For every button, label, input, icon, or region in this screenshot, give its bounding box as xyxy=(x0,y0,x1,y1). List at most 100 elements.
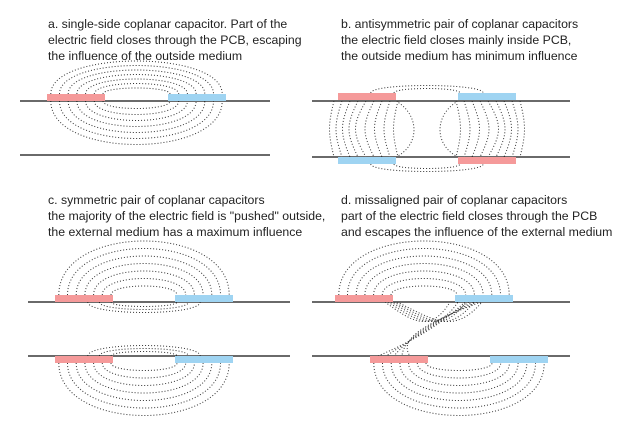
field-line xyxy=(348,100,359,158)
negative-electrode xyxy=(338,157,396,164)
field-line xyxy=(408,362,510,386)
field-line xyxy=(93,100,180,115)
field-line xyxy=(84,263,204,296)
field-line xyxy=(382,362,536,409)
field-line xyxy=(503,100,512,158)
field-line xyxy=(102,87,171,95)
negative-electrode xyxy=(175,356,233,363)
field-line xyxy=(110,351,178,357)
field-line xyxy=(50,100,223,145)
positive-electrode xyxy=(55,295,113,302)
negative-electrode xyxy=(175,295,233,302)
field-line xyxy=(519,100,525,158)
field-line xyxy=(98,301,190,310)
field-line xyxy=(101,362,187,379)
field-line xyxy=(370,163,484,172)
field-line xyxy=(381,278,467,296)
field-line xyxy=(384,301,451,322)
field-line xyxy=(93,270,195,296)
field-line xyxy=(110,285,178,296)
positive-electrode xyxy=(335,295,393,302)
caption-line: electric field closes through the PCB, e… xyxy=(48,33,302,47)
field-line xyxy=(393,88,461,94)
field-line xyxy=(390,285,458,296)
caption-line: part of the electric field closes throug… xyxy=(341,209,598,223)
field-line xyxy=(393,163,461,169)
caption-c: c. symmetric pair of coplanar capacitors… xyxy=(48,192,325,240)
field-line xyxy=(487,100,499,158)
field-line xyxy=(395,100,415,158)
negative-electrode xyxy=(458,93,516,100)
caption-line: a. single-side coplanar capacitor. Part … xyxy=(48,17,288,31)
positive-electrode xyxy=(55,356,113,363)
positive-electrode xyxy=(338,93,396,100)
field-line xyxy=(87,301,201,313)
caption-line: b. antisymmetric pair of coplanar capaci… xyxy=(341,17,579,31)
field-line xyxy=(401,301,478,357)
field-line xyxy=(335,100,343,158)
field-line xyxy=(58,240,230,296)
field-line xyxy=(471,100,480,158)
positive-electrode xyxy=(458,157,516,164)
field-line xyxy=(463,100,471,158)
caption-line: the outside medium has minimum influence xyxy=(341,49,578,63)
field-line xyxy=(495,100,506,158)
positive-electrode xyxy=(370,356,428,363)
field-line xyxy=(84,362,204,394)
field-line xyxy=(85,100,188,121)
field-line xyxy=(67,362,221,409)
field-line xyxy=(425,362,493,371)
field-line xyxy=(110,301,178,307)
field-line xyxy=(439,100,459,158)
field-line xyxy=(399,362,519,394)
field-line xyxy=(101,278,187,296)
field-line xyxy=(67,100,206,133)
field-line xyxy=(377,301,466,357)
field-line xyxy=(67,248,221,296)
field-line xyxy=(455,100,461,158)
field-line xyxy=(383,100,391,158)
field-line xyxy=(75,362,213,401)
field-line xyxy=(355,100,367,158)
field-line xyxy=(75,255,213,296)
field-line xyxy=(76,74,197,95)
caption-b: b. antisymmetric pair of coplanar capaci… xyxy=(341,16,578,64)
field-line xyxy=(479,100,490,158)
field-line xyxy=(329,100,335,158)
field-line xyxy=(390,362,528,401)
negative-electrode xyxy=(490,356,548,363)
field-line xyxy=(338,240,510,296)
negative-electrode xyxy=(455,295,513,302)
field-line xyxy=(374,100,383,158)
caption-line: and escapes the influence of the externa… xyxy=(341,225,613,239)
field-line xyxy=(373,270,475,296)
field-line xyxy=(385,301,470,357)
field-line xyxy=(370,85,484,94)
caption-line: d. missaligned pair of coplanar capacito… xyxy=(341,193,568,207)
caption-line: c. symmetric pair of coplanar capacitors xyxy=(48,193,265,207)
field-line xyxy=(110,362,178,371)
caption-line: the electric field closes mainly inside … xyxy=(341,33,572,47)
caption-line: the influence of the outside medium xyxy=(48,49,243,63)
field-line xyxy=(373,362,545,416)
field-line xyxy=(59,100,214,139)
field-line xyxy=(347,248,501,296)
field-line xyxy=(58,362,230,416)
negative-electrode xyxy=(168,94,226,101)
field-line xyxy=(59,65,214,95)
field-line xyxy=(93,83,180,95)
field-line xyxy=(355,255,493,296)
field-line xyxy=(342,100,351,158)
caption-a: a. single-side coplanar capacitor. Part … xyxy=(48,16,302,64)
field-line xyxy=(416,362,502,379)
field-line xyxy=(511,100,519,158)
caption-line: the majority of the electric field is "p… xyxy=(48,209,326,223)
field-line xyxy=(85,78,188,95)
caption-line: the external medium has a maximum influe… xyxy=(48,225,303,239)
positive-electrode xyxy=(47,94,105,101)
field-line xyxy=(67,69,206,95)
field-line xyxy=(93,362,195,386)
field-line xyxy=(76,100,197,127)
field-line xyxy=(364,263,484,296)
